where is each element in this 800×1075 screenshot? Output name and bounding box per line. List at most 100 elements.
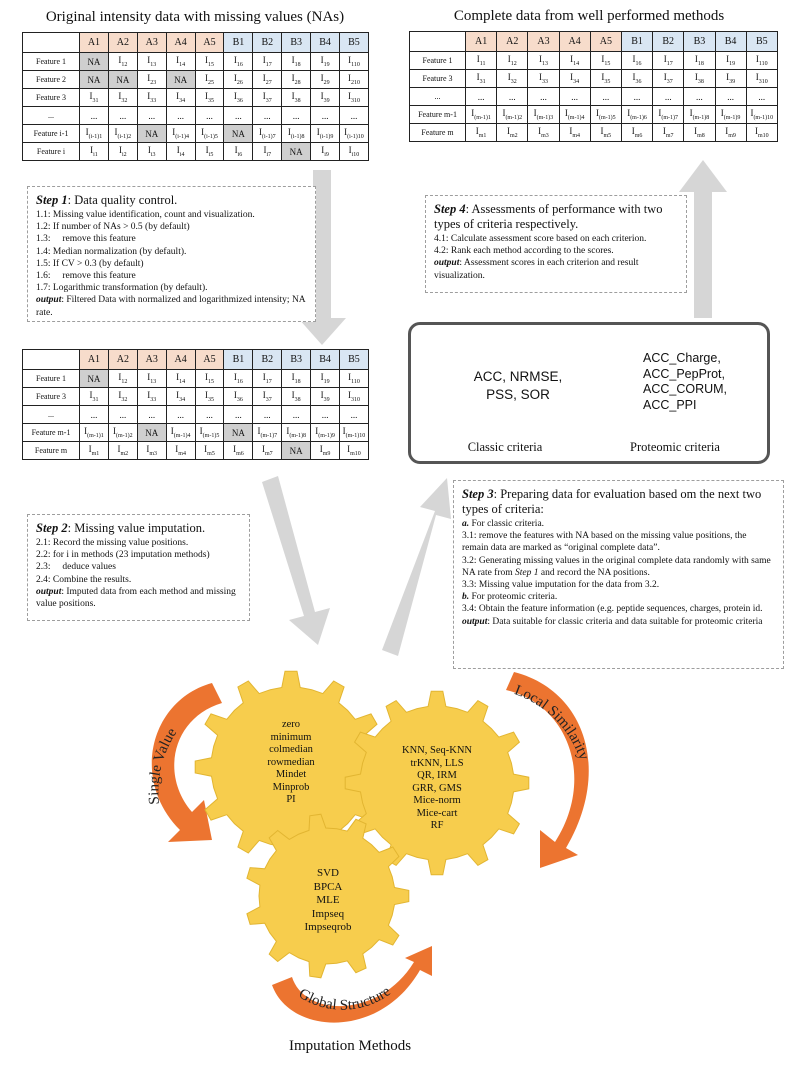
- cell-subscript: 39: [323, 97, 330, 104]
- cell-subscript: 12: [121, 61, 128, 68]
- cell-subscript: i4: [179, 151, 185, 158]
- method-item: trKNN, LLS: [410, 757, 464, 769]
- column-header: A5: [589, 31, 622, 52]
- cell-subscript: 38: [294, 396, 301, 403]
- column-header: A2: [107, 349, 138, 370]
- intensity-cell: I(i-1)10: [339, 124, 369, 143]
- method-item: colmedian: [269, 744, 313, 755]
- intensity-cell: I(m-1)4: [558, 105, 591, 124]
- intensity-cell: I(i-1)1: [79, 124, 109, 143]
- step2-heading: Step 2: Missing value imputation.: [36, 521, 206, 535]
- cell-subscript: (i-1)1: [88, 133, 103, 140]
- column-header: B4: [310, 349, 341, 370]
- cell-subscript: 37: [265, 97, 272, 104]
- intensity-cell: I36: [223, 387, 254, 406]
- intensity-cell: I39: [310, 88, 341, 107]
- intensity-cell: I33: [136, 387, 167, 406]
- cell-subscript: 16: [236, 378, 243, 385]
- table-row: .................................: [22, 106, 369, 125]
- table-corner-cell: [22, 32, 80, 53]
- row-label: Feature 3: [22, 88, 80, 107]
- column-header: A1: [79, 349, 109, 370]
- step3-heading: Step 3: Preparing data for evaluation ba…: [462, 487, 762, 516]
- intensity-cell: I32: [107, 387, 138, 406]
- intensity-cell: ...: [223, 405, 254, 424]
- intensity-cell: I110: [745, 51, 778, 70]
- intensity-cell: I33: [527, 69, 560, 88]
- method-item: MLE: [316, 894, 340, 906]
- cell-subscript: 210: [350, 79, 360, 86]
- column-header: B5: [745, 31, 778, 52]
- intensity-cell: I18: [683, 51, 716, 70]
- intensity-cell: I12: [107, 369, 138, 388]
- missing-value-cell: NA: [281, 441, 312, 460]
- intensity-cell: I15: [194, 369, 225, 388]
- cell-subscript: 310: [350, 396, 360, 403]
- cell-subscript: 26: [236, 79, 243, 86]
- method-item: zero: [281, 719, 301, 730]
- row-label: Feature m: [409, 123, 466, 142]
- intensity-cell: I29: [310, 70, 341, 89]
- intensity-cell: I28: [281, 70, 312, 89]
- column-header: A2: [107, 32, 138, 53]
- intensity-cell: I39: [310, 387, 341, 406]
- cell-subscript: (m-1)2: [505, 114, 523, 121]
- intensity-cell: I110: [339, 52, 369, 71]
- cell-subscript: 11: [479, 60, 486, 67]
- column-header: B2: [252, 349, 283, 370]
- table-corner-cell: [409, 31, 466, 52]
- step3-line: 3.1: remove the features with NA based o…: [462, 531, 747, 554]
- intensity-cell: Im5: [589, 123, 622, 142]
- intensity-cell: I(m-1)1: [79, 423, 109, 442]
- cell-subscript: 19: [323, 378, 330, 385]
- cell-subscript: i10: [351, 151, 360, 158]
- row-label: Feature 1: [22, 52, 80, 71]
- intensity-cell: ...: [652, 87, 685, 106]
- cell-subscript: 18: [697, 60, 704, 67]
- missing-value-cell: NA: [165, 70, 196, 89]
- intensity-cell: I35: [194, 387, 225, 406]
- cell-subscript: (m-1)9: [318, 432, 335, 439]
- intensity-cell: I34: [558, 69, 591, 88]
- intensity-cell: I(m-1)10: [745, 105, 778, 124]
- missing-value-cell: NA: [107, 70, 138, 89]
- row-label: Feature m: [22, 441, 80, 460]
- intensity-cell: I(m-1)9: [310, 423, 341, 442]
- column-header: A1: [464, 31, 498, 52]
- method-item: rowmedian: [267, 756, 315, 768]
- table-row: .................................: [409, 87, 778, 106]
- intensity-cell: ...: [310, 405, 341, 424]
- proteomic-criteria-label: Proteomic criteria: [630, 440, 720, 454]
- row-label: ...: [409, 87, 466, 106]
- cell-subscript: 15: [604, 60, 611, 67]
- cell-subscript: 14: [179, 378, 186, 385]
- intensity-cell: Im1: [464, 123, 498, 142]
- cell-subscript: 34: [179, 97, 186, 104]
- intensity-cell: Im9: [310, 441, 341, 460]
- intensity-cell: I(m-1)5: [589, 105, 622, 124]
- missing-value-cell: NA: [136, 423, 167, 442]
- cell-subscript: 110: [351, 61, 360, 68]
- intensity-cell: I(i-1)4: [165, 124, 196, 143]
- cell-subscript: (i-1)9: [319, 133, 334, 140]
- table-row: .................................: [22, 405, 369, 424]
- cell-subscript: (i-1)7: [261, 133, 276, 140]
- intensity-cell: ...: [589, 87, 622, 106]
- intensity-cell: I(m-1)6: [620, 105, 654, 124]
- cell-subscript: m2: [120, 450, 129, 457]
- cell-subscript: 16: [236, 61, 243, 68]
- cell-subscript: m10: [757, 132, 769, 139]
- row-label: Feature 1: [22, 369, 80, 388]
- cell-subscript: (m-1)5: [599, 114, 616, 121]
- intensity-cell: ...: [496, 87, 529, 106]
- classic-criteria-item: ACC, NRMSE,: [473, 369, 563, 384]
- cell-subscript: 39: [729, 78, 736, 85]
- cell-subscript: 13: [150, 61, 157, 68]
- intensity-cell: ...: [339, 106, 369, 125]
- cell-subscript: i2: [122, 151, 127, 158]
- intensity-cell: I39: [714, 69, 747, 88]
